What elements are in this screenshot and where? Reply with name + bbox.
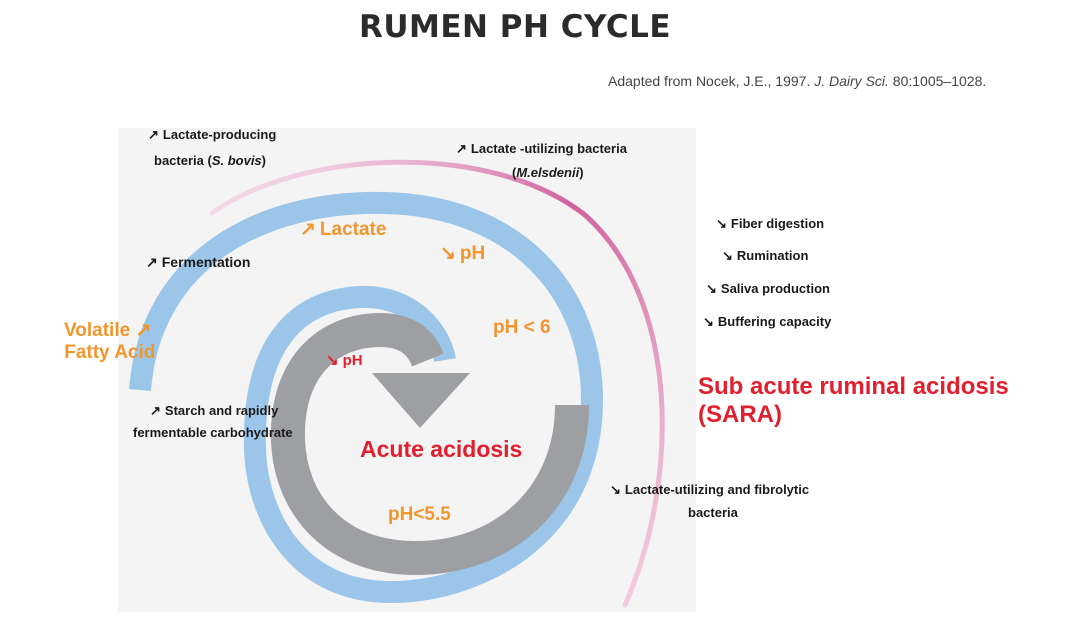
source-prefix: Adapted from Nocek, J.E., 1997. — [608, 73, 815, 89]
ph-decrease-label: ↘pH — [440, 243, 486, 264]
arrow-down-icon: ↘ — [326, 352, 339, 369]
grey-spiral — [270, 312, 589, 576]
source-suffix: 80:1005–1028. — [888, 73, 987, 89]
arrow-up-icon: ↗ — [456, 141, 467, 156]
buffering-capacity-label: ↘Buffering capacity — [703, 314, 832, 329]
arrow-down-icon: ↘ — [706, 281, 717, 296]
starch-label: ↗Starch and rapidly — [150, 403, 279, 418]
arrow-down-icon: ↘ — [716, 216, 727, 231]
source-journal: J. Dairy Sci. — [814, 73, 889, 89]
lactate-producing-label-2: bacteria (S. bovis) — [154, 153, 267, 168]
lactate-utilizing-label-2: (M.elsdenii) — [512, 165, 584, 180]
arrow-up-icon: ↗ — [300, 219, 316, 240]
sara-label: Sub acute ruminal acidosis (SARA) — [698, 373, 1009, 428]
rumination-label: ↘Rumination — [722, 248, 809, 263]
vfa-label: Volatile ↗ Fatty Acid — [64, 320, 156, 363]
starch-label-2: fermentable carbohydrate — [133, 425, 293, 440]
fibrolytic-label-2: bacteria — [688, 505, 738, 520]
page-title: RUMEN PH CYCLE — [358, 9, 672, 45]
fiber-digestion-label: ↘Fiber digestion — [716, 216, 825, 231]
arrow-down-icon: ↘ — [722, 248, 733, 263]
lactate-producing-label: ↗Lactate-producing — [148, 127, 277, 142]
inner-ph-label: ↘pH — [326, 352, 363, 369]
pink-spiral — [209, 159, 665, 608]
fermentation-label: ↗Fermentation — [146, 254, 251, 270]
blue-spiral — [129, 191, 604, 604]
arrow-up-icon: ↗ — [148, 127, 159, 142]
lactate-utilizing-label: ↗Lactate -utilizing bacteria — [456, 141, 627, 156]
arrow-down-icon: ↘ — [610, 482, 621, 497]
grey-spiral-arrowhead — [372, 373, 470, 428]
ph-lt-55-label: pH<5.5 — [388, 504, 451, 525]
source-citation: Adapted from Nocek, J.E., 1997. J. Dairy… — [608, 73, 986, 89]
arrow-up-icon: ↗ — [146, 254, 158, 270]
saliva-production-label: ↘Saliva production — [706, 281, 830, 296]
fibrolytic-label: ↘Lactate-utilizing and fibrolytic — [610, 482, 810, 497]
arrow-up-icon: ↗ — [150, 403, 161, 418]
arrow-down-icon: ↘ — [440, 243, 456, 264]
lactate-label: ↗Lactate — [300, 219, 387, 240]
arrow-up-icon: ↗ — [135, 320, 152, 341]
acute-acidosis-label: Acute acidosis — [360, 436, 523, 462]
ph-lt-6-label: pH < 6 — [493, 317, 551, 338]
arrow-down-icon: ↘ — [703, 314, 714, 329]
